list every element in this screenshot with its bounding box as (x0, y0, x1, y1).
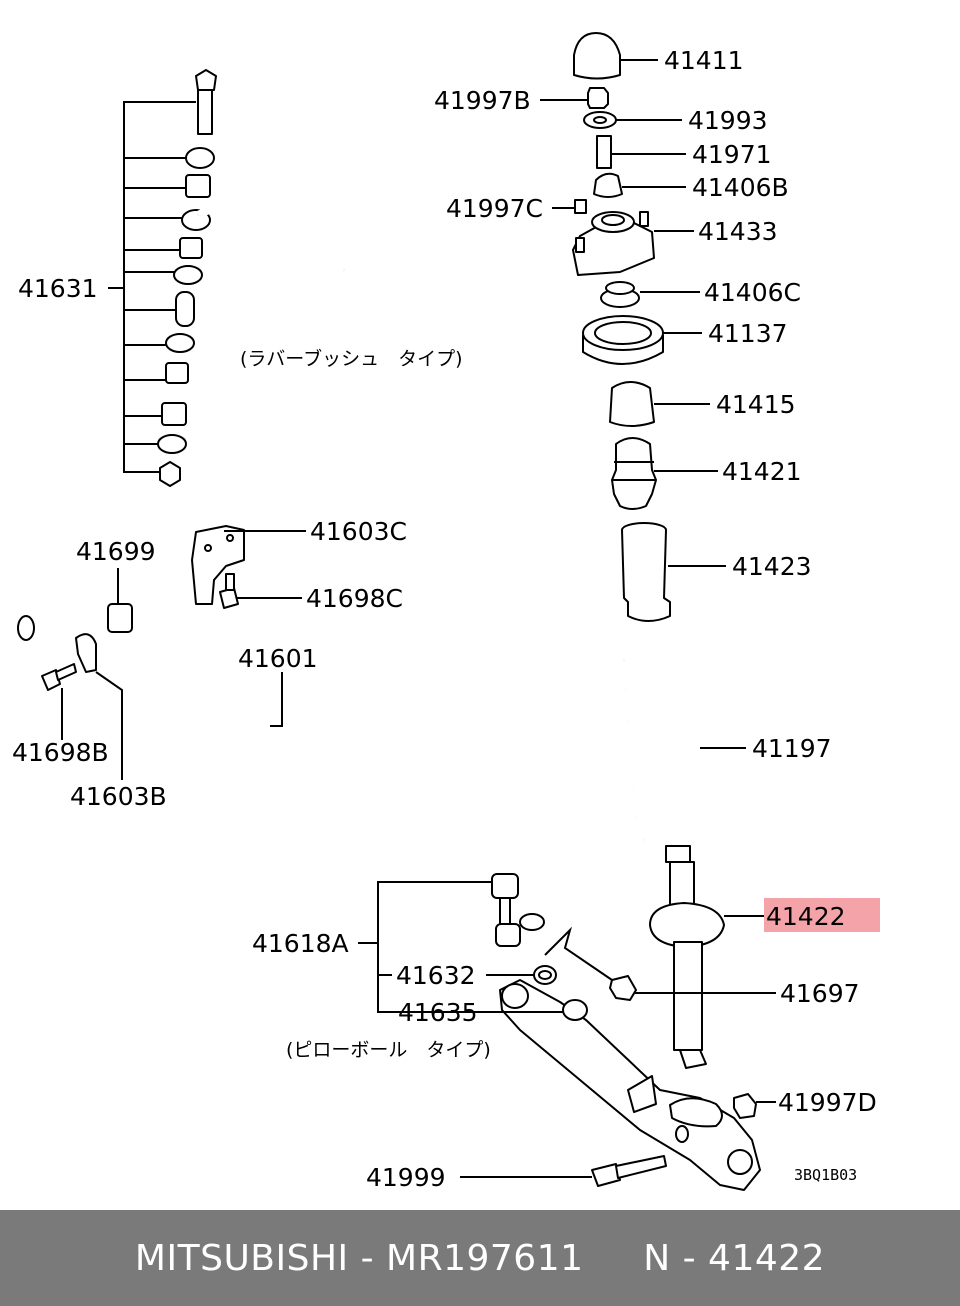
stabilizer-link (491, 873, 521, 947)
label-41698B[interactable]: 41698B (12, 738, 109, 767)
label-41635[interactable]: 41635 (398, 998, 478, 1027)
coil-spring (623, 648, 708, 842)
label-41406C[interactable]: 41406C (704, 278, 801, 307)
lower-arm (499, 926, 761, 1191)
note-pillow-ball-type: (ピローボール タイプ) (286, 1039, 491, 1061)
label-41999[interactable]: 41999 (366, 1163, 446, 1192)
label-41993[interactable]: 41993 (688, 106, 768, 135)
parts-diagram: 41411 41997B 41993 41971 41406B 41997C 4… (12, 32, 880, 1192)
label-41421[interactable]: 41421 (722, 457, 802, 486)
label-41197[interactable]: 41197 (752, 734, 832, 763)
label-41423[interactable]: 41423 (732, 552, 812, 581)
label-41699[interactable]: 41699 (76, 537, 156, 566)
label-41997D[interactable]: 41997D (778, 1088, 877, 1117)
footer-bar: MITSUBISHI - MR197611 N - 41422 (0, 1210, 960, 1306)
label-41601[interactable]: 41601 (238, 644, 318, 673)
note-rubber-bush-type: (ラバーブッシュ タイプ) (240, 347, 463, 370)
leader-lines (61, 59, 776, 1178)
label-41632[interactable]: 41632 (396, 961, 476, 990)
label-41411[interactable]: 41411 (664, 46, 744, 75)
label-41603C[interactable]: 41603C (310, 517, 407, 546)
label-41631[interactable]: 41631 (18, 274, 98, 303)
label-41603B[interactable]: 41603B (70, 782, 167, 811)
label-41697[interactable]: 41697 (780, 979, 860, 1008)
part-labels: 41411 41997B 41993 41971 41406B 41997C 4… (12, 46, 877, 1192)
label-41406B[interactable]: 41406B (692, 173, 789, 202)
label-41997B[interactable]: 41997B (434, 86, 531, 115)
rubber-bush-parts (157, 69, 345, 487)
label-41137[interactable]: 41137 (708, 319, 788, 348)
label-41971[interactable]: 41971 (692, 140, 772, 169)
label-41422[interactable]: 41422 (766, 902, 846, 931)
label-41997C[interactable]: 41997C (446, 194, 543, 223)
drawing-code: 3BQ1B03 (794, 1166, 857, 1184)
highlight-box (764, 898, 880, 932)
label-41618A[interactable]: 41618A (252, 929, 349, 958)
footer-part-info: MITSUBISHI - MR197611 N - 41422 (134, 1237, 826, 1279)
label-41698C[interactable]: 41698C (306, 584, 403, 613)
label-41415[interactable]: 41415 (716, 390, 796, 419)
strut-assembly (572, 32, 725, 1069)
label-41433[interactable]: 41433 (698, 217, 778, 246)
